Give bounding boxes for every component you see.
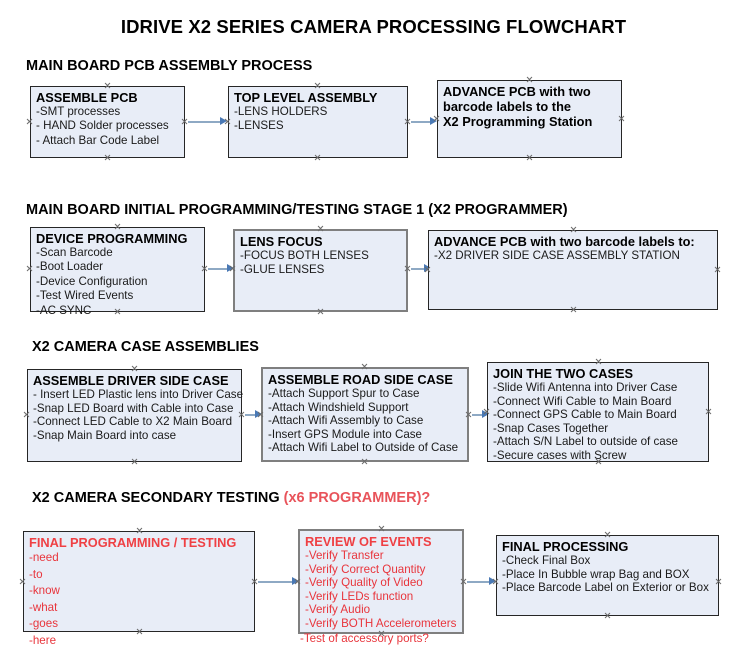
connector-arrow <box>220 117 227 125</box>
box-line: barcode labels to the <box>443 99 572 114</box>
box-line: -Insert GPS Module into Case <box>268 427 423 441</box>
connector-arrow <box>227 264 234 272</box>
box-line: -Snap Cases Together <box>493 421 609 435</box>
box-line: -Device Configuration <box>36 274 148 288</box>
box-title: ADVANCE PCB with two <box>443 84 591 99</box>
box-line: -Verify Transfer <box>305 549 384 562</box>
connector-line <box>411 268 427 270</box>
box-line: -Attach Support Spur to Case <box>268 387 420 400</box>
box-line: -here <box>29 633 57 647</box>
box-title: TOP LEVEL ASSEMBLY <box>234 90 378 105</box>
box-line: -know <box>29 584 60 598</box>
box-line: -Test Wired Events <box>36 289 134 303</box>
box-line: -Scan Barcode <box>36 246 113 259</box>
section-heading-accent: (x6 PROGRAMMER)? <box>283 490 431 506</box>
box-line: -AC SYNC <box>36 303 92 317</box>
box-line: -Secure cases with Screw <box>493 448 627 462</box>
box-line: -need <box>29 551 59 564</box>
box-line: -Attach S/N Label to outside of case <box>493 435 678 449</box>
box-line: -X2 DRIVER SIDE CASE ASSEMBLY STATION <box>434 249 680 262</box>
box-line: -what <box>29 600 58 614</box>
box-line: X2 Programming Station <box>443 114 593 129</box>
box-advance-pcb-to-driver-side-case-station[interactable]: ADVANCE PCB with two barcode labels to: … <box>428 230 718 310</box>
box-lens-focus[interactable]: LENS FOCUS -FOCUS BOTH LENSES -GLUE LENS… <box>233 229 408 312</box>
connector-line <box>258 581 294 583</box>
section-heading-main-board-pcb-assembly: MAIN BOARD PCB ASSEMBLY PROCESS <box>26 58 313 74</box>
box-device-programming[interactable]: DEVICE PROGRAMMING -Scan Barcode -Boot L… <box>30 227 205 317</box>
box-line: -Check Final Box <box>502 554 591 567</box>
box-line: -Verify LEDs function <box>305 589 414 603</box>
box-top-level-assembly[interactable]: TOP LEVEL ASSEMBLY -LENS HOLDERS -LENSES <box>228 86 408 158</box>
connector-arrow <box>255 410 262 418</box>
box-title: ASSEMBLE DRIVER SIDE CASE <box>33 373 229 388</box>
box-line: -FOCUS BOTH LENSES <box>240 249 369 262</box>
box-line: -LENS HOLDERS <box>234 105 328 118</box>
box-line: -to <box>29 567 43 581</box>
box-line: -Slide Wifi Antenna into Driver Case <box>493 381 678 394</box>
box-line: - HAND Solder processes <box>36 119 169 133</box>
page-title: IDRIVE X2 SERIES CAMERA PROCESSING FLOWC… <box>120 16 627 37</box>
box-line: -Verify BOTH Accelerometers <box>305 616 457 630</box>
connector-line <box>188 121 222 123</box>
box-title: DEVICE PROGRAMMING <box>36 231 188 246</box>
connector-line <box>467 581 491 583</box>
box-line: -goes <box>29 617 59 631</box>
box-overflow-line: -Test of accessory ports? <box>300 632 429 645</box>
box-title: FINAL PROCESSING <box>502 539 629 554</box>
box-assemble-pcb[interactable]: ASSEMBLE PCB -SMT processes - HAND Solde… <box>30 86 185 158</box>
box-line: -Boot Loader <box>36 260 104 274</box>
box-join-the-two-cases[interactable]: JOIN THE TWO CASES -Slide Wifi Antenna i… <box>487 362 709 462</box>
box-line: -Snap Main Board into case <box>33 428 177 442</box>
box-line: -Attach Windshield Support <box>268 400 409 414</box>
box-title: FINAL PROGRAMMING / TESTING <box>29 535 237 550</box>
box-advance-pcb-to-x2-programming-station[interactable]: ADVANCE PCB with two barcode labels to t… <box>437 80 622 158</box>
box-title: ASSEMBLE PCB <box>36 90 138 105</box>
box-line: -Connect LED Cable to X2 Main Board <box>33 415 233 429</box>
box-review-of-events[interactable]: REVIEW OF EVENTS -Verify Transfer -Verif… <box>298 529 464 634</box>
connector-arrow <box>430 117 437 125</box>
box-title: ADVANCE PCB with two barcode labels to: <box>434 234 695 249</box>
connector-arrow <box>292 577 299 585</box>
section-heading-x2-camera-case-assemblies: X2 CAMERA CASE ASSEMBLIES <box>32 339 259 355</box>
box-line: -Snap LED Board with Cable into Case <box>33 401 234 415</box>
box-line: -Verify Audio <box>305 603 371 617</box>
box-line: -Connect Wifi Cable to Main Board <box>493 394 672 408</box>
section-heading-text: X2 CAMERA SECONDARY TESTING <box>32 490 284 506</box>
box-line: -Place Barcode Label on Exterior or Box <box>502 581 709 595</box>
box-final-programming-testing[interactable]: FINAL PROGRAMMING / TESTING -need -to -k… <box>23 531 255 647</box>
box-title: JOIN THE TWO CASES <box>493 366 634 381</box>
box-title: REVIEW OF EVENTS <box>305 534 432 549</box>
box-line: -SMT processes <box>36 105 121 118</box>
box-final-processing[interactable]: FINAL PROCESSING -Check Final Box -Place… <box>496 535 719 616</box>
connector-arrow <box>482 410 489 418</box>
section-heading-main-board-initial-programming: MAIN BOARD INITIAL PROGRAMMING/TESTING S… <box>26 202 568 218</box>
box-line: -Attach Wifi Assembly to Case <box>268 414 424 428</box>
connector-line <box>245 414 259 416</box>
box-line: - Attach Bar Code Label <box>36 133 160 147</box>
box-title: LENS FOCUS <box>240 234 323 249</box>
section-heading-x2-camera-secondary-testing: X2 CAMERA SECONDARY TESTING (x6 PROGRAMM… <box>32 490 430 506</box>
connector-arrow <box>424 264 431 272</box>
box-title: ASSEMBLE ROAD SIDE CASE <box>268 372 453 387</box>
connector-line <box>472 414 486 416</box>
connector-arrow <box>489 577 496 585</box>
box-line: -Verify Correct Quantity <box>305 562 426 576</box>
box-assemble-road-side-case[interactable]: ASSEMBLE ROAD SIDE CASE -Attach Support … <box>261 367 469 462</box>
connector-line <box>208 268 230 270</box>
connector-line <box>411 121 433 123</box>
box-line: -Attach Wifi Label to Outside of Case <box>268 441 459 455</box>
box-line: -Verify Quality of Video <box>305 576 423 590</box>
box-line: -GLUE LENSES <box>240 263 325 277</box>
box-line: -Connect GPS Cable to Main Board <box>493 408 677 422</box>
box-assemble-driver-side-case[interactable]: ASSEMBLE DRIVER SIDE CASE - Insert LED P… <box>27 369 244 462</box>
box-line: -LENSES <box>234 119 284 133</box>
box-line: - Insert LED Plastic lens into Driver Ca… <box>33 388 244 401</box>
box-line: -Place In Bubble wrap Bag and BOX <box>502 567 690 581</box>
